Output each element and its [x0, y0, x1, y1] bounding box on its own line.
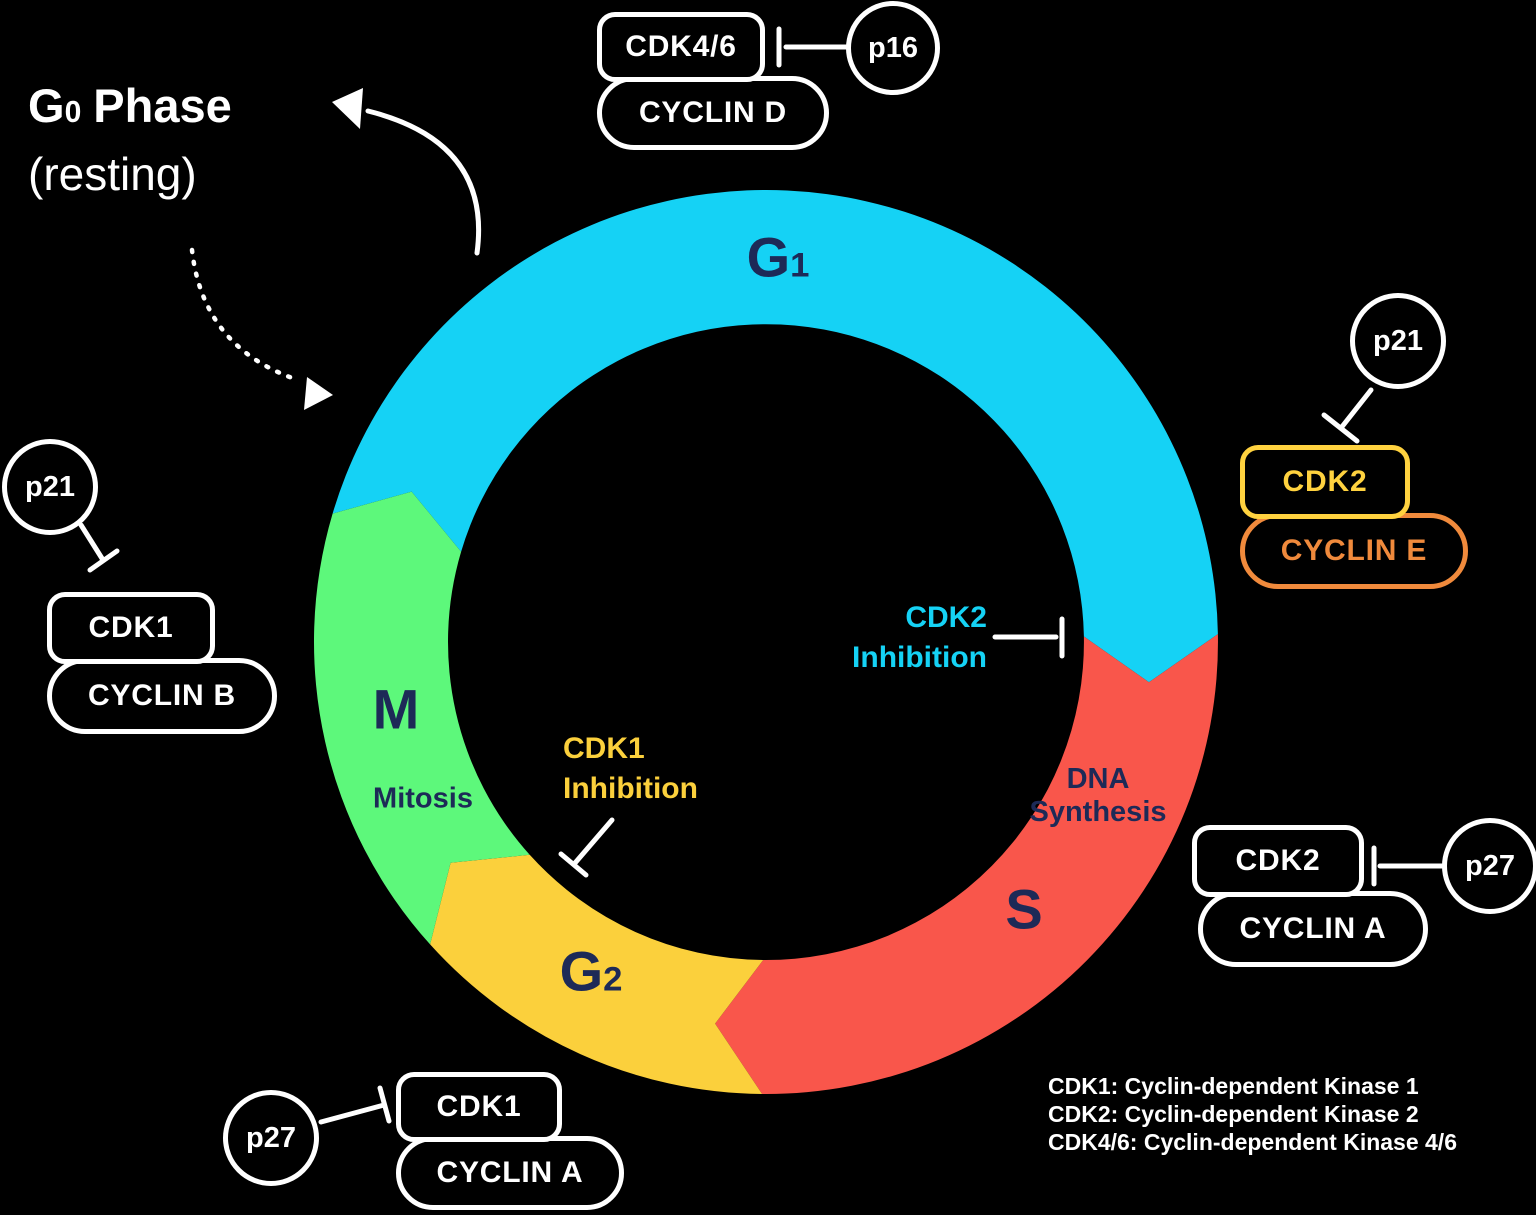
g2-subscript: 2: [603, 960, 623, 999]
p21-right-label: p21: [1373, 324, 1423, 357]
g0-phase-label: G0 Phase (resting): [28, 78, 232, 201]
p27-bottom-label: p27: [246, 1121, 296, 1154]
g2-letter: G: [559, 939, 604, 1003]
cyclin-a-right-box: CYCLIN A: [1198, 891, 1428, 967]
cdk1-bottom-box: CDK1: [396, 1072, 562, 1142]
cdk1-bottom-label: CDK1: [436, 1090, 522, 1123]
cdk1-inhibition-label: CDK1 Inhibition: [563, 729, 698, 809]
p27-right-label: p27: [1465, 849, 1515, 882]
cyclin-b-label: CYCLIN B: [87, 679, 237, 712]
cdk1-inhibition-line2: Inhibition: [563, 772, 698, 805]
g0-letter: G: [28, 79, 65, 132]
g0-exit-arrowhead: [332, 88, 363, 129]
cyclin-e-box: CYCLIN E: [1240, 513, 1468, 589]
cyclin-b-box: CYCLIN B: [47, 658, 277, 734]
cyclin-a-right-label: CYCLIN A: [1239, 912, 1387, 945]
p21-left-label: p21: [25, 470, 75, 503]
cdk46-box: CDK4/6: [597, 12, 765, 82]
p21-left-inhibition-tbar: [87, 548, 120, 573]
cdk46-label: CDK4/6: [625, 30, 737, 63]
cdk1-inhibition-tbar: [558, 851, 589, 878]
cdk1-left-box: CDK1: [47, 592, 215, 664]
phase-label-g1: G1: [747, 225, 810, 290]
phase-label-g2: G2: [560, 939, 623, 1004]
cell-cycle-ring: [313, 190, 1218, 1095]
ring-segment-s: [715, 634, 1218, 1095]
p16-circle: p16: [846, 1, 940, 95]
p27-right-circle: p27: [1442, 818, 1536, 914]
p27-bottom-circle: p27: [223, 1090, 319, 1186]
cyclin-a-bottom-box: CYCLIN A: [396, 1136, 624, 1210]
g0-subscript: 0: [64, 96, 82, 129]
p21-right-circle: p21: [1350, 293, 1446, 389]
p21-right-inhibition-line: [1338, 387, 1374, 431]
p16-label: p16: [868, 31, 918, 64]
g0-phase-subtitle: (resting): [28, 148, 197, 200]
cdk2-inhibition-line1: CDK2: [905, 601, 987, 634]
cdk2-right-box: CDK2: [1192, 825, 1364, 897]
cdk2-inhibition-line2: Inhibition: [852, 641, 987, 674]
cdk2-inhibition-label: CDK2 Inhibition: [852, 598, 987, 678]
inhibition-connectors: [78, 26, 1446, 1125]
g0-word: Phase: [93, 79, 232, 132]
g1-letter: G: [746, 225, 791, 289]
ring-segment-g2: [430, 854, 764, 1094]
legend-line-cdk46: CDK4/6: Cyclin-dependent Kinase 4/6: [1048, 1129, 1457, 1155]
g1-subscript: 1: [790, 246, 810, 285]
g0-phase-title: G0 Phase: [28, 78, 232, 133]
p21-left-inhibition-line: [78, 522, 106, 563]
cyclin-d-label: CYCLIN D: [638, 96, 788, 129]
phase-desc-m: Mitosis: [373, 782, 473, 815]
g0-reentry-arrowhead: [304, 377, 333, 410]
ring-segment-g1: [332, 190, 1218, 683]
phase-desc-s: DNA Synthesis: [1030, 763, 1167, 829]
ring-segment-m: [313, 491, 530, 945]
cdk2-yellow-box: CDK2: [1240, 445, 1410, 519]
dna-synthesis-line2: Synthesis: [1029, 796, 1167, 828]
cyclin-a-bottom-label: CYCLIN A: [436, 1156, 584, 1189]
p21-right-inhibition-tbar: [1321, 412, 1360, 444]
dna-synthesis-line1: DNA: [1066, 763, 1130, 795]
phase-label-m: M: [372, 677, 420, 741]
cyclin-e-label: CYCLIN E: [1280, 534, 1428, 567]
cdk1-inhibition-line1: CDK1: [563, 732, 645, 765]
cdk1-left-label: CDK1: [88, 611, 174, 644]
g0-exit-arrow-curve: [365, 108, 482, 256]
cyclin-d-box: CYCLIN D: [597, 76, 829, 150]
legend-line-cdk1: CDK1: Cyclin-dependent Kinase 1: [1048, 1073, 1419, 1099]
p27-bottom-inhibition-tbar: [377, 1085, 392, 1124]
g0-exit-arrow: [332, 88, 482, 256]
cdk2-right-label: CDK2: [1235, 844, 1321, 877]
cdk2-yellow-label: CDK2: [1282, 465, 1368, 498]
g0-reentry-arrow: [189, 247, 333, 410]
g0-reentry-arrow-curve: [189, 247, 301, 383]
phase-label-s: S: [1005, 877, 1043, 941]
p21-left-circle: p21: [2, 439, 98, 535]
cdk1-inhibition-line: [572, 817, 615, 866]
p27-bottom-inhibition-line: [318, 1102, 387, 1125]
legend: CDK1: Cyclin-dependent Kinase 1 CDK2: Cy…: [1048, 1072, 1457, 1156]
legend-line-cdk2: CDK2: Cyclin-dependent Kinase 2: [1048, 1101, 1419, 1127]
